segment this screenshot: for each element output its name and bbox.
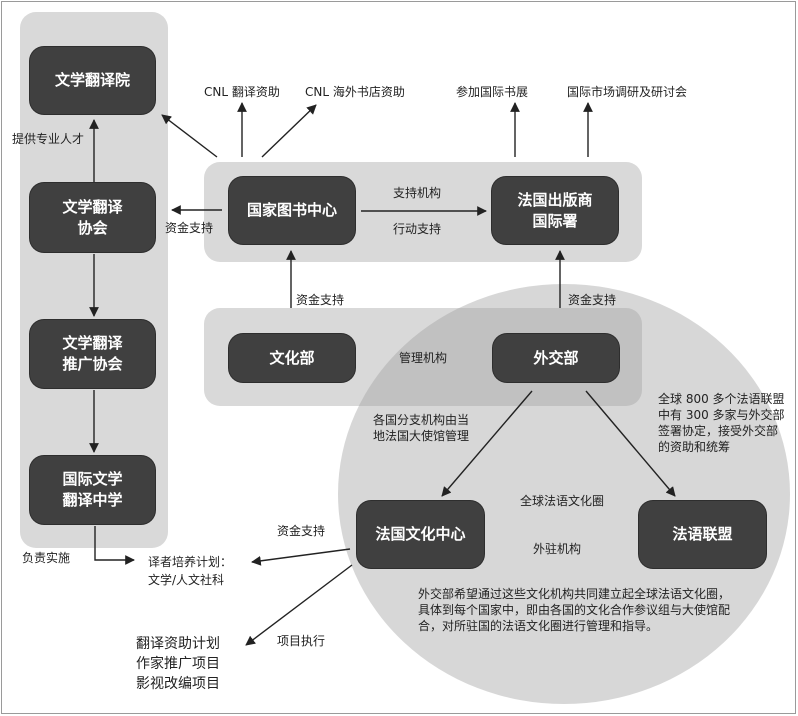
arrow-center-to-projects	[245, 564, 353, 646]
node-literary-translation-association: 文学翻译 协会	[30, 183, 155, 252]
label-intl-book-fairs: 参加国际书展	[456, 85, 529, 99]
arrow-foreign-to-alliance	[585, 390, 676, 497]
arrow-bookcenter-to-cnl-bookstore	[261, 104, 317, 158]
label-responsible-implementation: 负责实施	[22, 551, 71, 565]
node-literary-translation-institute: 文学翻译院	[30, 47, 155, 114]
arrow-bookcenter-to-institute	[161, 114, 218, 158]
node-national-book-center: 国家图书中心	[229, 177, 355, 244]
label-funding-support-foreign: 资金支持	[568, 293, 617, 307]
label-translator-training-plan: 译者培养计划： 文学/人文社科	[148, 555, 233, 587]
label-circle-description: 外交部希望通过这些文化机构共同建立起全球法语文化圈， 具体到每个国家中，即由各国…	[418, 587, 731, 633]
label-funding-support-culture: 资金支持	[296, 293, 345, 307]
label-provide-talent: 提供专业人才	[12, 132, 85, 146]
label-action-support: 行动支持	[393, 222, 442, 236]
label-project-execution: 项目执行	[277, 634, 326, 648]
label-funding-support-center: 资金支持	[277, 524, 326, 538]
node-french-publishers-bureau: 法国出版商 国际署	[492, 177, 618, 244]
label-global-francophone-circle: 全球法语文化圈	[520, 494, 605, 508]
node-ministry-of-culture: 文化部	[229, 334, 355, 382]
node-intl-translation-school: 国际文学 翻译中学	[30, 456, 155, 524]
node-french-cultural-center: 法国文化中心	[357, 501, 484, 568]
label-support-agency: 支持机构	[393, 186, 442, 200]
label-funding-support-left: 资金支持	[165, 221, 214, 235]
label-branch-management: 各国分支机构由当 地法国大使馆管理	[373, 413, 470, 443]
label-cnl-overseas-bookstore-grant: CNL 海外书店资助	[305, 85, 405, 99]
arrow-foreign-to-cultural-center	[441, 390, 533, 497]
arrow-center-to-training-plan	[251, 548, 351, 566]
label-management-agency: 管理机构	[399, 351, 448, 365]
label-alliance-note: 全球 800 多个法语联盟 中有 300 多家与外交部 签署协定，接受外交部 的…	[658, 392, 785, 454]
node-translation-promotion-association: 文学翻译 推广协会	[30, 320, 155, 388]
node-alliance-francaise: 法语联盟	[639, 501, 766, 568]
label-intl-market-research: 国际市场调研及研讨会	[567, 85, 688, 99]
arrow-school-to-training-plan	[94, 526, 135, 565]
label-cnl-translation-grant: CNL 翻译资助	[204, 85, 280, 99]
label-projects-list: 翻译资助计划 作家推广项目 影视改编项目	[136, 636, 220, 692]
node-ministry-of-foreign-affairs: 外交部	[493, 334, 619, 382]
label-overseas-agency: 外驻机构	[533, 542, 582, 556]
